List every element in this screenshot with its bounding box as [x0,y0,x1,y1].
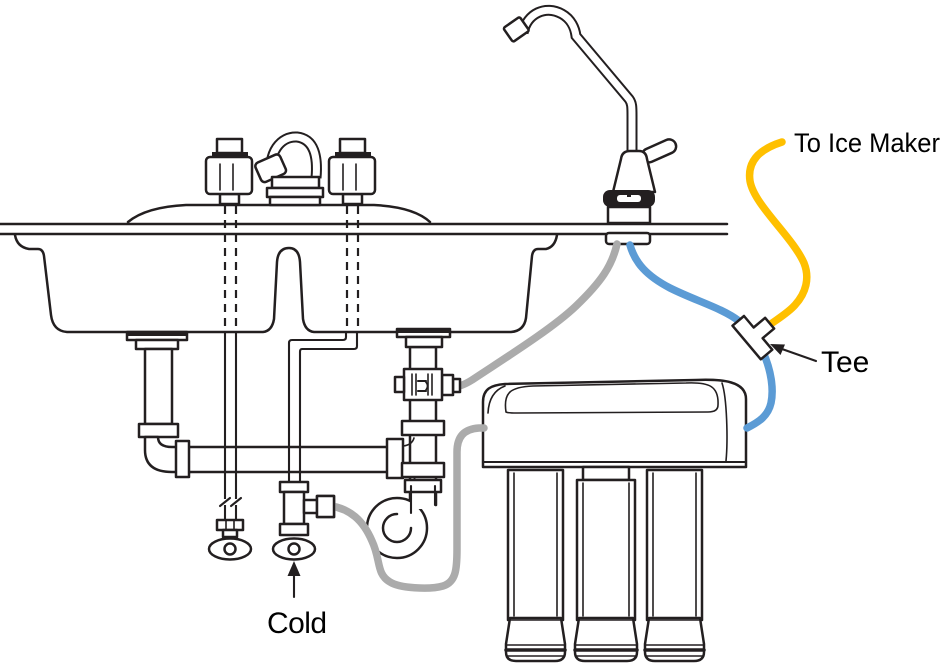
drain-tube-gray [449,240,621,391]
faucet-deck [126,203,432,224]
cold-label: Cold [267,607,327,640]
tubing [327,138,811,592]
kitchen-faucet [126,131,432,224]
supply-lines [207,330,359,561]
filter-cartridge-3 [643,468,706,663]
cold-handle [327,137,377,206]
tee-label: Tee [821,346,869,379]
filter-cartridge-1 [504,468,567,663]
filter-unit [481,378,748,663]
cold-arrow-icon [287,561,301,599]
ice-maker-tube-yellow [745,138,811,330]
cold-valve-outlet [315,494,336,519]
supply-dashed-lines [223,206,360,330]
faucet-tube-blue-upper [626,241,743,325]
left-tailpiece [143,347,174,426]
filter-cartridge-2 [573,478,639,663]
drain-assembly [125,327,452,560]
horizontal-drain-pipe [184,445,391,474]
ro-faucet-spout-tip [502,16,530,43]
faucet-tube-blue-lower [743,348,776,432]
tee-arrow-icon [770,344,818,363]
filter-head [481,378,748,469]
annotations: Cold Tee To Ice Maker [267,128,940,640]
drain-saddle-valve [393,367,462,402]
ro-faucet [502,4,678,246]
ro-faucet-body [611,149,657,194]
double-sink [13,233,559,334]
hot-handle [204,137,254,206]
supply-tube-gray [327,424,488,592]
ice-maker-label: To Ice Maker [794,128,940,158]
p-trap [365,484,437,560]
tee-fitting [731,314,776,361]
kitchen-faucet-spout [254,131,325,207]
